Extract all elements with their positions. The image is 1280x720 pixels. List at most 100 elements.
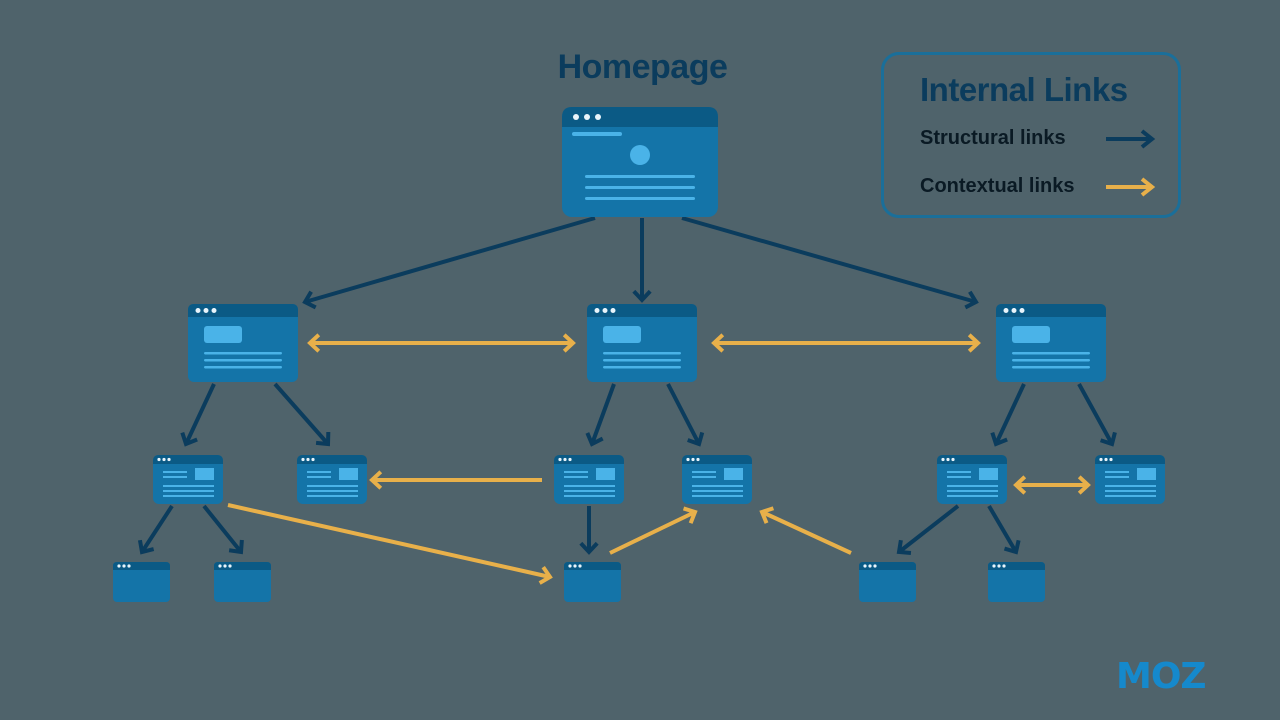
page-header-bar bbox=[996, 304, 1106, 317]
page-header-bar bbox=[937, 455, 1007, 464]
arrowhead bbox=[896, 539, 912, 556]
image-placeholder bbox=[1137, 468, 1156, 480]
window-dot bbox=[951, 457, 955, 462]
page-node-level-3 bbox=[564, 562, 621, 602]
window-dot bbox=[1104, 457, 1108, 462]
content-line bbox=[1012, 359, 1090, 362]
window-dot bbox=[122, 564, 126, 568]
structural-link bbox=[896, 504, 960, 556]
structural-link bbox=[632, 218, 652, 303]
arrowhead bbox=[1003, 539, 1021, 555]
image-placeholder bbox=[724, 468, 743, 480]
contextual-link bbox=[759, 506, 852, 555]
content-line bbox=[692, 471, 716, 473]
content-line bbox=[1012, 352, 1090, 355]
window-dot bbox=[573, 564, 577, 568]
window-dot bbox=[696, 457, 700, 462]
page-body bbox=[587, 304, 697, 382]
link-line bbox=[140, 504, 174, 554]
content-line bbox=[947, 485, 998, 487]
content-line bbox=[585, 197, 695, 200]
structural-link bbox=[302, 216, 596, 310]
content-line bbox=[564, 495, 615, 497]
page-header-bar bbox=[113, 562, 170, 570]
arrowhead bbox=[990, 431, 1008, 447]
link-line bbox=[273, 382, 330, 446]
content-line bbox=[1105, 476, 1129, 478]
window-dot bbox=[223, 564, 227, 568]
arrowhead bbox=[1013, 475, 1027, 495]
link-line bbox=[681, 216, 977, 304]
page-node-level-2 bbox=[297, 455, 367, 504]
window-dot bbox=[563, 457, 567, 462]
link-line bbox=[609, 510, 696, 555]
structural-link bbox=[137, 504, 174, 555]
window-dot bbox=[311, 457, 315, 462]
content-line bbox=[603, 352, 681, 355]
structural-link bbox=[273, 382, 331, 447]
content-line bbox=[163, 490, 214, 492]
link-line bbox=[987, 504, 1018, 554]
structural-link bbox=[990, 383, 1026, 447]
link-line bbox=[227, 503, 551, 579]
legend-label-structural: Structural links bbox=[920, 127, 1066, 149]
contextual-link bbox=[369, 470, 542, 490]
window-dot bbox=[595, 114, 601, 120]
link-line bbox=[994, 383, 1026, 445]
legend-label-contextual: Contextual links bbox=[920, 175, 1075, 197]
contextual-link bbox=[227, 503, 553, 585]
page-body bbox=[996, 304, 1106, 382]
content-line bbox=[564, 476, 588, 478]
pages-layer bbox=[113, 107, 1165, 602]
image-placeholder bbox=[979, 468, 998, 480]
content-line bbox=[564, 471, 588, 473]
arrowhead bbox=[137, 539, 155, 555]
image-placeholder bbox=[596, 468, 615, 480]
arrowhead bbox=[180, 431, 198, 447]
window-dot bbox=[1002, 564, 1006, 568]
homepage-title: Homepage bbox=[557, 48, 728, 86]
window-dot bbox=[157, 457, 161, 462]
image-placeholder bbox=[204, 326, 242, 343]
page-node-level-1 bbox=[587, 304, 697, 382]
page-header-bar bbox=[682, 455, 752, 464]
window-dot bbox=[868, 564, 872, 568]
content-line bbox=[204, 352, 282, 355]
content-line bbox=[947, 476, 971, 478]
content-line bbox=[204, 366, 282, 369]
window-dot bbox=[1011, 308, 1017, 313]
link-line bbox=[304, 216, 596, 304]
structural-link bbox=[666, 383, 705, 447]
page-node-level-3 bbox=[214, 562, 271, 602]
page-header-bar bbox=[153, 455, 223, 464]
window-dot bbox=[167, 457, 171, 462]
content-line bbox=[585, 175, 695, 178]
contextual-arrow-icon bbox=[1106, 177, 1156, 197]
contextual-link bbox=[711, 333, 981, 353]
window-dot bbox=[211, 308, 217, 313]
arrowhead bbox=[967, 333, 981, 353]
window-dot bbox=[946, 457, 950, 462]
window-dot bbox=[195, 308, 201, 313]
page-header-bar bbox=[562, 107, 718, 127]
window-dot bbox=[602, 308, 608, 313]
window-dot bbox=[873, 564, 877, 568]
page-node-level-2 bbox=[937, 455, 1007, 504]
content-line bbox=[947, 471, 971, 473]
window-dot bbox=[558, 457, 562, 462]
window-dot bbox=[203, 308, 209, 313]
link-line bbox=[590, 383, 616, 445]
page-header-bar bbox=[214, 562, 271, 570]
page-header-bar bbox=[859, 562, 916, 570]
page-body bbox=[188, 304, 298, 382]
window-dot bbox=[568, 457, 572, 462]
link-line bbox=[897, 504, 960, 554]
window-dot bbox=[162, 457, 166, 462]
page-header-bar bbox=[988, 562, 1045, 570]
content-line bbox=[564, 485, 615, 487]
content-line bbox=[1105, 495, 1156, 497]
content-line bbox=[1105, 490, 1156, 492]
window-dot bbox=[686, 457, 690, 462]
contextual-link bbox=[1013, 475, 1091, 495]
